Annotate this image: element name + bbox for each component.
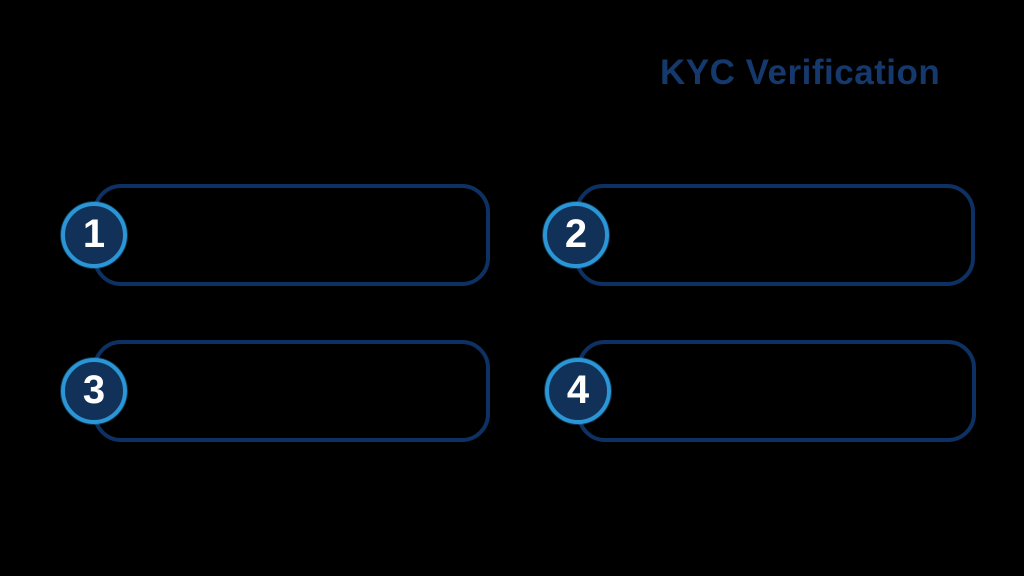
step-2-number: 2: [564, 212, 588, 256]
step-box-1: 1: [61, 184, 490, 286]
page-title: KYC Verification: [660, 53, 941, 92]
step-4-badge: 4: [545, 358, 611, 424]
step-2-content: [627, 200, 955, 270]
step-2-badge: 2: [543, 202, 609, 268]
step-1-content: [145, 200, 470, 270]
step-1-number: 1: [82, 212, 106, 256]
step-4-number: 4: [566, 368, 590, 412]
step-box-4: 4: [545, 340, 976, 442]
step-3-number: 3: [82, 368, 106, 412]
step-box-2: 2: [543, 184, 975, 286]
step-box-3: 3: [61, 340, 490, 442]
step-1-badge: 1: [61, 202, 127, 268]
step-3-content: [145, 356, 470, 426]
step-4-content: [629, 356, 956, 426]
step-3-badge: 3: [61, 358, 127, 424]
